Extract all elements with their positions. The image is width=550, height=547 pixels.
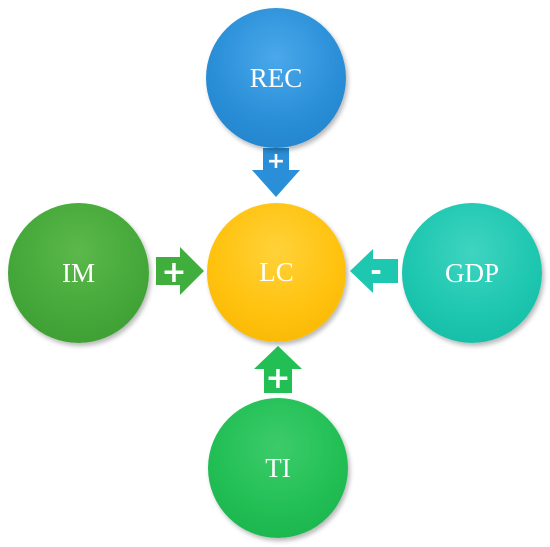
arrow-rec-to-lc: + [252, 148, 300, 197]
node-lc: LC [207, 203, 346, 342]
arrow-ti-sign: + [265, 361, 290, 396]
arrow-gdp-sign: - [370, 254, 382, 287]
arrow-im-to-lc: + [156, 247, 204, 295]
arrow-rec-sign: + [267, 149, 285, 174]
node-gdp-label: GDP [444, 257, 499, 288]
node-rec-label: REC [249, 62, 303, 93]
node-rec: REC [206, 8, 346, 148]
node-im-label: IM [62, 257, 95, 288]
node-ti-label: TI [265, 452, 291, 483]
arrow-im-sign: + [161, 255, 186, 290]
arrow-ti-to-lc: + [254, 346, 302, 396]
node-lc-label: LC [259, 257, 294, 287]
node-ti: TI [208, 398, 348, 538]
node-im: IM [8, 203, 149, 343]
node-gdp: GDP [402, 203, 542, 343]
arrow-gdp-to-lc: - [350, 249, 398, 293]
